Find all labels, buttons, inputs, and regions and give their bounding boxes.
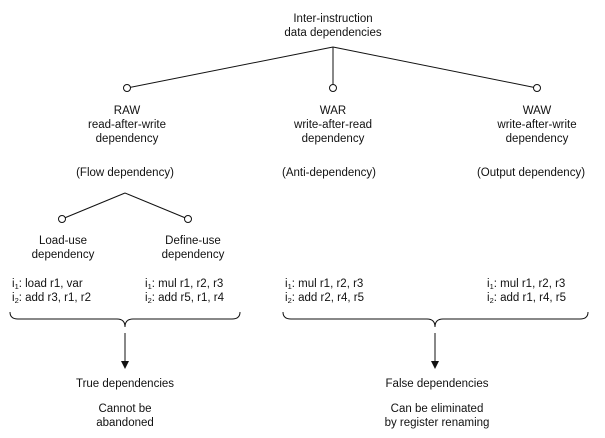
war-instruction-1: i1: mul r1, r2, r3 (285, 278, 364, 291)
false-dependencies-brace (282, 311, 589, 328)
war-alias: (Anti-dependency) (282, 167, 376, 179)
war-abbr: WAR (319, 105, 347, 117)
root-connector-left (126, 46, 334, 89)
waw-abbr: WAW (522, 105, 552, 117)
define-use-example: i1: mul r1, r2, r3 i2: add r5, r1, r4 (145, 277, 224, 305)
war-dependency-word: dependency (301, 133, 365, 145)
root-connector-right (332, 46, 538, 89)
define-use-line2: dependency (161, 249, 225, 261)
false-dependencies-note: Can be eliminated by register renaming (385, 402, 490, 430)
false-dependencies-arrowhead (431, 361, 439, 369)
waw-node (533, 84, 541, 92)
root-label: Inter-instruction data dependencies (284, 12, 381, 40)
define-use-node (184, 215, 192, 223)
load-use-line2: dependency (31, 249, 95, 261)
raw-dependency-word: dependency (95, 133, 159, 145)
raw-connector-right (124, 192, 189, 220)
false-dependencies-title: False dependencies (385, 378, 489, 390)
false-dependencies-note-line2: by register renaming (384, 417, 490, 429)
waw-example: i1: mul r1, r2, r3 i2: add r1, r4, r5 (487, 277, 566, 305)
define-use-instruction-2: i2: add r5, r1, r4 (145, 292, 224, 305)
true-dependencies-arrowhead (121, 361, 129, 369)
war-instruction-2: i2: add r2, r4, r5 (285, 292, 364, 305)
load-use-example: i1: load r1, var i2: add r3, r1, r2 (12, 277, 91, 305)
true-dependencies-note-line2: abandoned (96, 417, 154, 429)
waw-dependency-word: dependency (505, 133, 569, 145)
raw-full-name: read-after-write (88, 119, 166, 131)
waw-instruction-2: i2: add r1, r4, r5 (487, 292, 566, 305)
raw-alias: (Flow dependency) (76, 167, 174, 179)
load-use-instruction-2: i2: add r3, r1, r2 (12, 292, 91, 305)
raw-abbr: RAW (113, 105, 141, 117)
war-label: WAR write-after-read dependency (294, 104, 372, 146)
waw-label: WAW write-after-write dependency (497, 104, 576, 146)
true-dependencies-brace (9, 311, 241, 328)
war-example: i1: mul r1, r2, r3 i2: add r2, r4, r5 (285, 277, 364, 305)
load-use-instruction-1: i1: load r1, var (12, 278, 83, 291)
raw-connector-left (61, 192, 126, 220)
waw-instruction-1: i1: mul r1, r2, r3 (487, 278, 566, 291)
load-use-label: Load-use dependency (32, 234, 95, 262)
raw-node (123, 84, 131, 92)
true-dependencies-note: Cannot be abandoned (96, 402, 154, 430)
raw-label: RAW read-after-write dependency (88, 104, 166, 146)
false-dependencies-note-line1: Can be eliminated (390, 403, 484, 415)
root-label-line2: data dependencies (284, 27, 382, 39)
define-use-line1: Define-use (165, 235, 221, 247)
true-dependencies-note-line1: Cannot be (98, 403, 152, 415)
define-use-label: Define-use dependency (162, 234, 225, 262)
root-label-line1: Inter-instruction (293, 13, 373, 25)
load-use-node (58, 215, 66, 223)
war-node (329, 84, 337, 92)
war-full-name: write-after-read (294, 119, 372, 131)
waw-full-name: write-after-write (497, 119, 577, 131)
waw-alias: (Output dependency) (476, 167, 586, 179)
true-dependencies-title: True dependencies (75, 378, 175, 390)
define-use-instruction-1: i1: mul r1, r2, r3 (145, 278, 224, 291)
load-use-line1: Load-use (39, 235, 87, 247)
